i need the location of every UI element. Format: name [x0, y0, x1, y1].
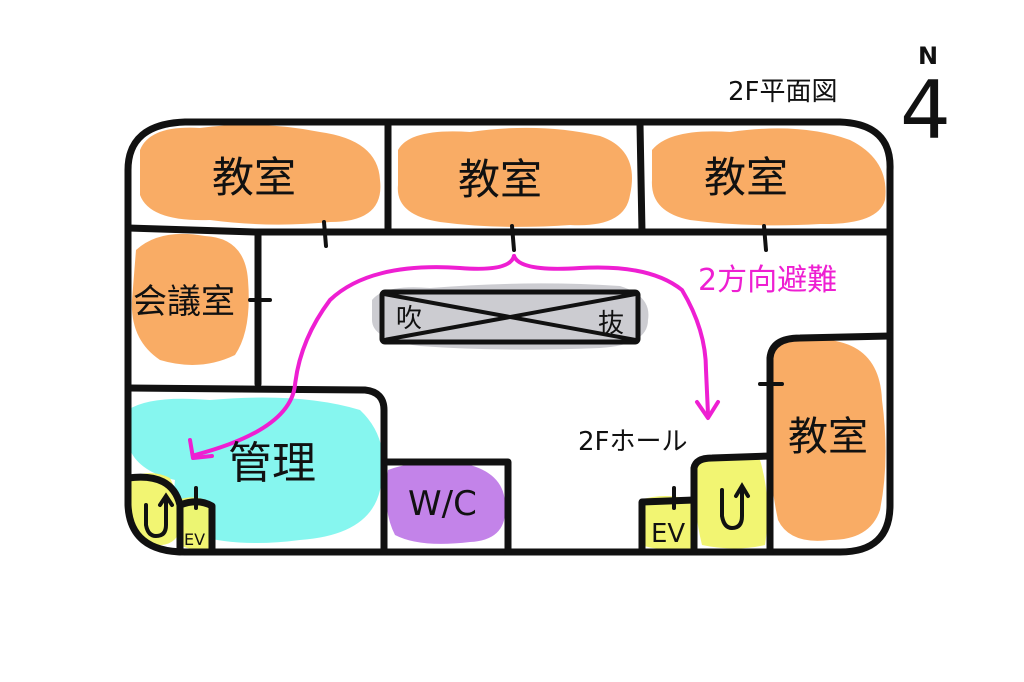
classroom-e-fill [769, 338, 886, 541]
office-wall [124, 384, 388, 556]
label-atrium-right: 抜 [598, 309, 624, 339]
classroom-nw-fill [140, 124, 381, 225]
floor-plan-title: 2F平面図 [728, 77, 838, 107]
walls [124, 118, 894, 556]
stairs-symbols [144, 482, 750, 539]
label-classroom-n: 教室 [458, 155, 542, 204]
stairs-right-fill [694, 456, 768, 549]
evacuation-arrow-right [512, 254, 710, 416]
partition-n-ne [636, 120, 646, 236]
label-office: 管理 [228, 438, 316, 489]
atrium-cross-b [383, 292, 637, 342]
label-elevator-left: EV [184, 530, 205, 549]
evacuation-arrowhead-right [695, 400, 720, 420]
labels: 2F平面図 教室 教室 教室 教室 会議室 管理 W/C 吹 抜 2Fホール E… [133, 77, 868, 549]
label-hall: 2Fホール [578, 427, 688, 457]
toilet-fill [386, 462, 506, 544]
north-mark: 4 [900, 64, 951, 157]
evacuation-arrow-left [193, 254, 516, 457]
north-rooms-wall [124, 224, 894, 236]
elevator-left-fill [177, 497, 214, 550]
evacuation-route [188, 254, 720, 460]
door-marks [194, 220, 784, 510]
door-classroom-nw [322, 220, 328, 248]
meeting-room-fill [131, 233, 249, 365]
stairs-right-symbol [720, 482, 750, 531]
label-classroom-nw: 教室 [212, 153, 296, 202]
label-classroom-ne: 教室 [704, 153, 788, 202]
label-toilet: W/C [408, 484, 477, 524]
ev-left-wall [176, 498, 216, 556]
room-fills [128, 124, 886, 550]
atrium-outline [379, 289, 641, 345]
north-arrow: N 4 [900, 42, 951, 157]
stairs-left-symbol [144, 492, 174, 539]
classroom-ne-fill [651, 128, 886, 226]
ev-right-wall [638, 496, 698, 556]
label-elevator-right: EV [651, 519, 685, 549]
label-atrium-left: 吹 [396, 304, 422, 334]
atrium [379, 289, 641, 345]
evacuation-label: 2方向避難 [698, 263, 837, 298]
door-classroom-n [510, 224, 516, 252]
toilet-wall [382, 458, 512, 556]
classroom-e-wall [766, 332, 894, 556]
evacuation-arrowhead-left [188, 438, 214, 460]
label-classroom-e: 教室 [788, 414, 868, 460]
stairs-right-wall [690, 452, 774, 556]
door-classroom-ne [762, 224, 768, 252]
elevator-right-fill [638, 496, 697, 550]
label-meeting-room: 会議室 [133, 282, 235, 322]
north-label: N [918, 42, 938, 70]
classroom-n-fill [397, 127, 632, 227]
outer-wall [124, 118, 894, 556]
